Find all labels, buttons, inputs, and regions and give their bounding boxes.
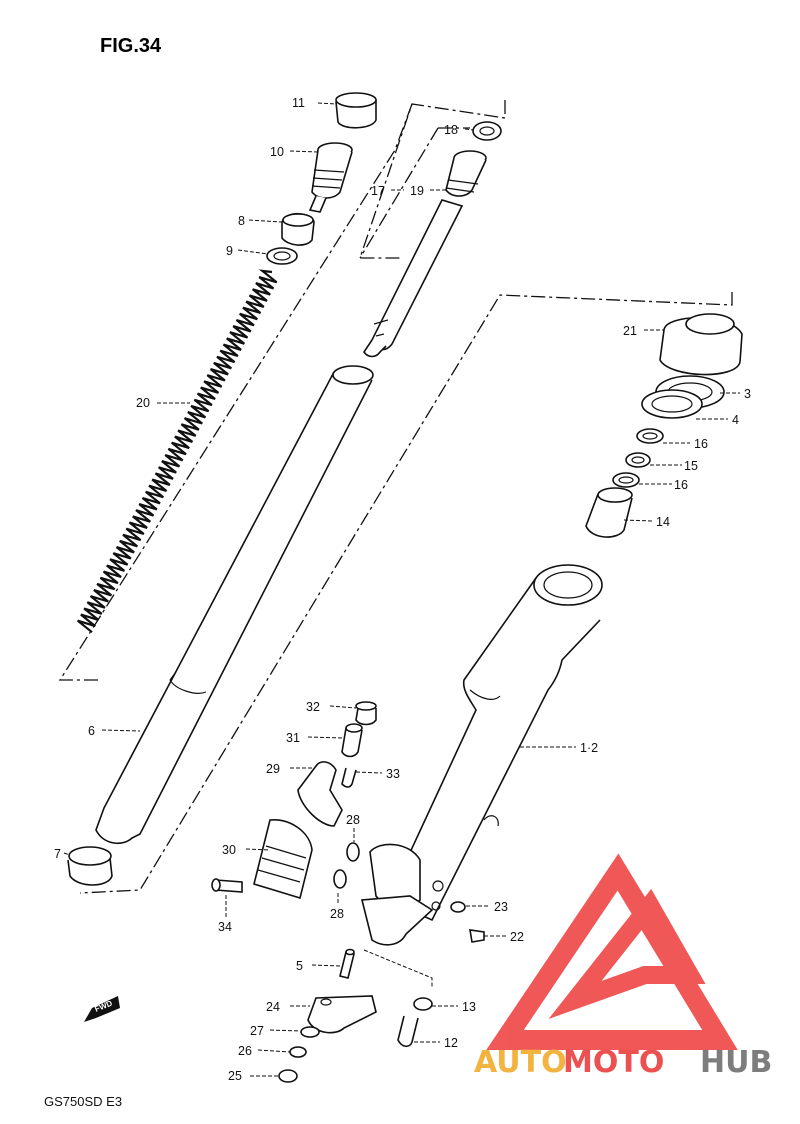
callout-19: 19: [410, 184, 424, 198]
part-26-washer: [289, 1046, 307, 1058]
part-6-inner-tube: [95, 365, 374, 845]
callout-25: 25: [228, 1069, 242, 1083]
figure-title: FIG.34: [100, 35, 162, 57]
group-frame-lower: [79, 292, 733, 894]
part-4-ring: [641, 389, 703, 419]
part-1-2-outer-tube: [360, 564, 603, 946]
callout-30: 30: [222, 843, 236, 857]
callout-6: 6: [88, 724, 95, 738]
callout-16-lower: 16: [674, 478, 688, 492]
callout-3: 3: [744, 387, 751, 401]
part-24-axle-holder: [307, 995, 377, 1034]
callout-4: 4: [732, 413, 739, 427]
callout-8: 8: [238, 214, 245, 228]
callout-16-upper: 16: [694, 437, 708, 451]
part-16-washer-lower: [612, 472, 640, 488]
callout-27: 27: [250, 1024, 264, 1038]
part-31-valve: [341, 723, 363, 758]
callout-28-lower: 28: [330, 907, 344, 921]
callout-17: 17: [371, 184, 385, 198]
callout-5: 5: [296, 959, 303, 973]
part-15-ring: [625, 452, 651, 468]
part-20-fork-spring: [77, 269, 278, 634]
part-9-washer: [266, 247, 298, 265]
callout-1-2: 1·2: [580, 741, 598, 755]
callout-9: 9: [226, 244, 233, 258]
callout-13: 13: [462, 1000, 476, 1014]
part-27-washer: [300, 1026, 320, 1038]
callout-21: 21: [623, 324, 637, 338]
callout-26: 26: [238, 1044, 252, 1058]
model-designation: GS750SD E3: [44, 1094, 122, 1109]
callout-28-upper: 28: [346, 813, 360, 827]
part-21-dust-boot: [659, 313, 743, 376]
part-13-washer: [413, 997, 433, 1011]
part-17-damper-rod: [363, 150, 487, 358]
part-5-axle-pin: [339, 948, 355, 979]
callout-11: 11: [292, 96, 305, 110]
part-10-cap-bolt: [308, 142, 353, 213]
group-frame-upper: [359, 127, 470, 259]
watermark-hub: HUB: [700, 1045, 772, 1080]
part-11-cap: [335, 92, 377, 129]
part-12-bolt: [397, 1015, 419, 1048]
fwd-arrow-icon: FWD: [84, 996, 120, 1022]
part-30-bracket: [253, 819, 313, 900]
callout-15: 15: [684, 459, 698, 473]
callout-23: 23: [494, 900, 508, 914]
part-16-washer-upper: [636, 428, 664, 444]
group-frame-left: [58, 100, 506, 681]
part-33-screw: [341, 767, 357, 788]
part-28-washer-upper: [346, 842, 360, 862]
callout-14: 14: [656, 515, 670, 529]
callout-24: 24: [266, 1000, 280, 1014]
part-32-cap: [355, 701, 377, 726]
watermark-moto: MOTO: [563, 1045, 664, 1080]
part-34-bolt: [211, 878, 243, 893]
callout-12: 12: [444, 1036, 458, 1050]
part-23-washer: [450, 901, 466, 913]
callout-22: 22: [510, 930, 524, 944]
part-25-nut: [278, 1069, 298, 1083]
callout-10: 10: [270, 145, 284, 159]
callout-29: 29: [266, 762, 280, 776]
part-7-oil-seal: [67, 846, 113, 886]
part-22-bolt: [469, 929, 485, 943]
part-29-valve-body: [297, 761, 343, 827]
callout-34: 34: [218, 920, 232, 934]
callout-7: 7: [54, 847, 61, 861]
callout-31: 31: [286, 731, 300, 745]
part-8-spacer: [281, 212, 315, 246]
part-28-washer-lower: [333, 869, 347, 889]
leader-lines: [63, 102, 740, 1077]
part-14-oil-lock: [585, 487, 633, 538]
automotohub-logo: [486, 853, 738, 1050]
part-18-ring: [472, 121, 502, 141]
callout-18: 18: [444, 123, 458, 137]
callout-32: 32: [306, 700, 320, 714]
callout-20: 20: [136, 396, 150, 410]
watermark-auto: AUTO: [474, 1045, 567, 1080]
callout-33: 33: [386, 767, 400, 781]
